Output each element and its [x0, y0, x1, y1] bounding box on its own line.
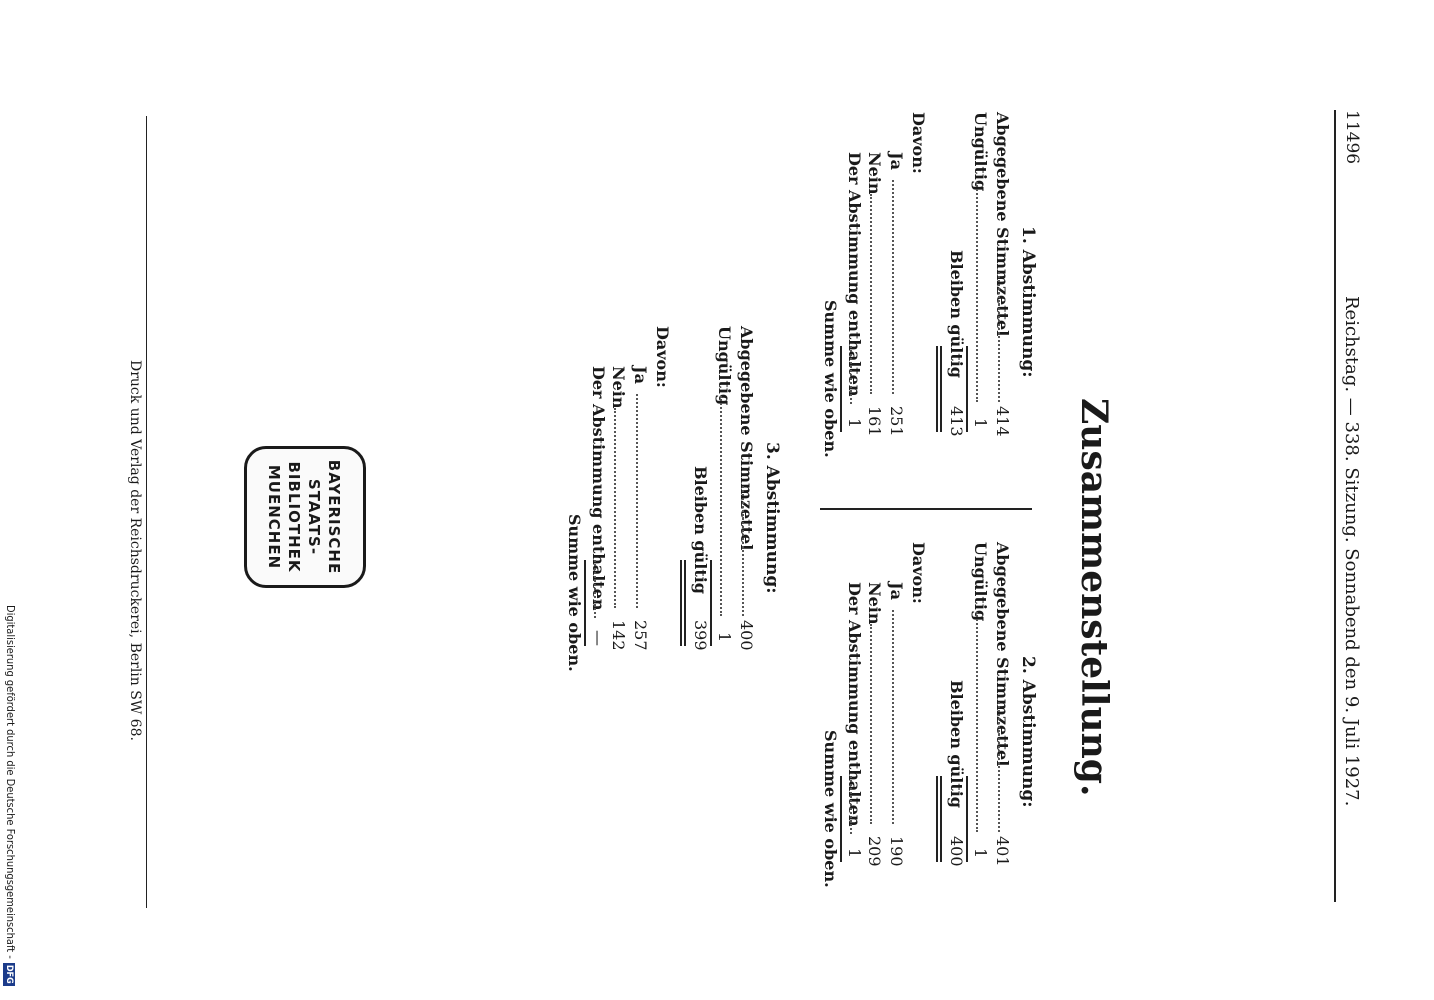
stamp-line-4: MUENCHEN: [265, 464, 283, 570]
header-rule: [1334, 110, 1336, 902]
s2-double-rule-a: [940, 776, 942, 862]
s1-ja-label: Ja: [887, 152, 906, 170]
column-separator: [820, 508, 1032, 510]
s1-double-rule-b: [936, 346, 938, 432]
funding-note: Digitalisierung gefördert durch die Deut…: [3, 605, 17, 986]
section-1-heading: 1. Abstimmung:: [1018, 226, 1038, 378]
s1-enthalten-label: Der Abstimmung enthalten: [845, 152, 864, 397]
s2-double-rule-b: [936, 776, 938, 862]
running-title: Reichstag. — 338. Sitzung. Sonnabend den…: [1341, 296, 1362, 807]
s2-ja-value: 190: [887, 836, 906, 867]
s1-summe-rule: [840, 346, 842, 432]
s2-summe-label: Summe wie oben.: [821, 730, 840, 888]
s3-summe-rule: [584, 560, 586, 646]
s1-sum-rule: [966, 346, 968, 432]
s3-ja-label: Ja: [631, 366, 650, 384]
s1-ja-value: 251: [887, 406, 906, 437]
s3-summe-label: Summe wie oben.: [565, 514, 584, 672]
page-number: 11496: [1342, 110, 1362, 165]
s2-ja-label: Ja: [887, 582, 906, 600]
s3-ungueltig-label: Ungültig: [715, 326, 734, 406]
footer-imprint: Druck und Verlag der Reichsdruckerei, Be…: [127, 360, 143, 741]
s1-double-rule-a: [940, 346, 942, 432]
s2-ungueltig-value: 1: [971, 848, 990, 859]
s1-summe-label: Summe wie oben.: [821, 300, 840, 458]
s2-enthalten-label: Der Abstimmung enthalten: [845, 582, 864, 827]
section-2-heading: 2. Abstimmung:: [1018, 656, 1038, 808]
s1-bleiben-value: 413: [947, 406, 966, 437]
section-3-heading: 3. Abstimmung:: [762, 442, 782, 594]
s2-abgegebene-label: Abgegebene Stimmzettel: [993, 542, 1012, 767]
s1-abgegebene-label: Abgegebene Stimmzettel: [993, 112, 1012, 337]
s3-abgegebene-value: 400: [737, 620, 756, 651]
page-title: Zusammenstellung.: [1073, 398, 1115, 797]
s1-davon-label: Davon:: [909, 112, 928, 174]
stamp-line-3: BIBLIOTHEK: [285, 461, 303, 573]
funding-note-text: Digitalisierung gefördert durch die Deut…: [4, 605, 17, 959]
s3-double-rule-b: [680, 560, 682, 646]
s3-ungueltig-value: 1: [715, 632, 734, 643]
s2-abgegebene-value: 401: [993, 836, 1012, 867]
s2-bleiben-value: 400: [947, 836, 966, 867]
s1-nein-value: 161: [865, 406, 884, 437]
s3-bleiben-label: Bleiben gültig: [691, 466, 710, 594]
s2-summe-rule: [840, 776, 842, 862]
s3-ja-value: 257: [631, 620, 650, 651]
s3-enthalten-value: —: [589, 630, 608, 646]
s1-ungueltig-label: Ungültig: [971, 112, 990, 192]
s3-double-rule-a: [684, 560, 686, 646]
s2-nein-label: Nein: [865, 582, 884, 625]
s1-nein-label: Nein: [865, 152, 884, 195]
s1-ungueltig-value: 1: [971, 418, 990, 429]
s3-davon-label: Davon:: [653, 326, 672, 388]
s2-enthalten-value: 1: [845, 848, 864, 859]
s2-nein-value: 209: [865, 836, 884, 867]
s3-bleiben-value: 399: [691, 620, 710, 651]
s1-bleiben-label: Bleiben gültig: [947, 250, 966, 378]
s2-sum-rule: [966, 776, 968, 862]
s2-bleiben-label: Bleiben gültig: [947, 680, 966, 808]
s2-davon-label: Davon:: [909, 542, 928, 604]
s3-nein-label: Nein: [609, 366, 628, 409]
s2-ungueltig-label: Ungültig: [971, 542, 990, 622]
s3-sum-rule: [710, 560, 712, 646]
s1-abgegebene-value: 414: [993, 406, 1012, 437]
s1-enthalten-value: 1: [845, 418, 864, 429]
s3-abgegebene-label: Abgegebene Stimmzettel: [737, 326, 756, 551]
dfg-logo: DFG: [3, 962, 15, 986]
s3-enthalten-label: Der Abstimmung enthalten: [589, 366, 608, 611]
stamp-line-1: BAYERISCHE: [325, 459, 343, 575]
library-stamp: BAYERISCHE STAATS- BIBLIOTHEK MUENCHEN: [244, 446, 366, 588]
stamp-line-2: STAATS-: [305, 478, 323, 556]
s3-nein-value: 142: [609, 620, 628, 651]
footer-rule: [146, 116, 147, 908]
